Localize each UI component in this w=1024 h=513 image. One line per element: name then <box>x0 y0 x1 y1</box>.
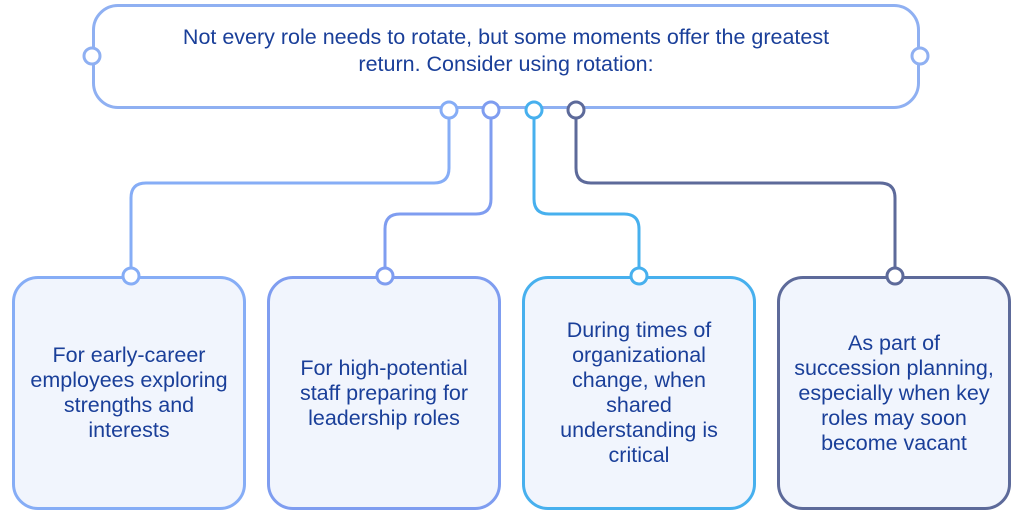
header-bottom-node-4 <box>566 100 586 120</box>
card-top-node-2 <box>375 266 395 286</box>
header-left-node <box>82 46 102 66</box>
header-text: Not every role needs to rotate, but some… <box>182 24 830 76</box>
header-right-node <box>910 46 930 66</box>
header-bottom-node-2 <box>481 100 501 120</box>
header-bottom-node-1 <box>439 100 459 120</box>
card-top-node-3 <box>629 266 649 286</box>
header-box: Not every role needs to rotate, but some… <box>92 4 920 109</box>
connector-line-4 <box>574 112 897 276</box>
card-high-potential-text: For high-potential staff preparing for l… <box>299 355 469 430</box>
card-high-potential: For high-potential staff preparing for l… <box>267 276 501 510</box>
card-top-node-1 <box>121 266 141 286</box>
card-top-node-4 <box>885 266 905 286</box>
connector-line-3 <box>532 112 641 276</box>
card-organizational-change: During times of organizational change, w… <box>522 276 756 510</box>
card-succession-planning: As part of succession planning, especial… <box>777 276 1011 510</box>
card-succession-planning-text: As part of succession planning, especial… <box>794 330 994 455</box>
connector-line-2 <box>383 112 493 276</box>
card-early-career-text: For early-career employees exploring str… <box>30 343 228 442</box>
connector-line-1 <box>129 112 451 276</box>
card-organizational-change-text: During times of organizational change, w… <box>560 318 718 467</box>
header-bottom-node-3 <box>524 100 544 120</box>
